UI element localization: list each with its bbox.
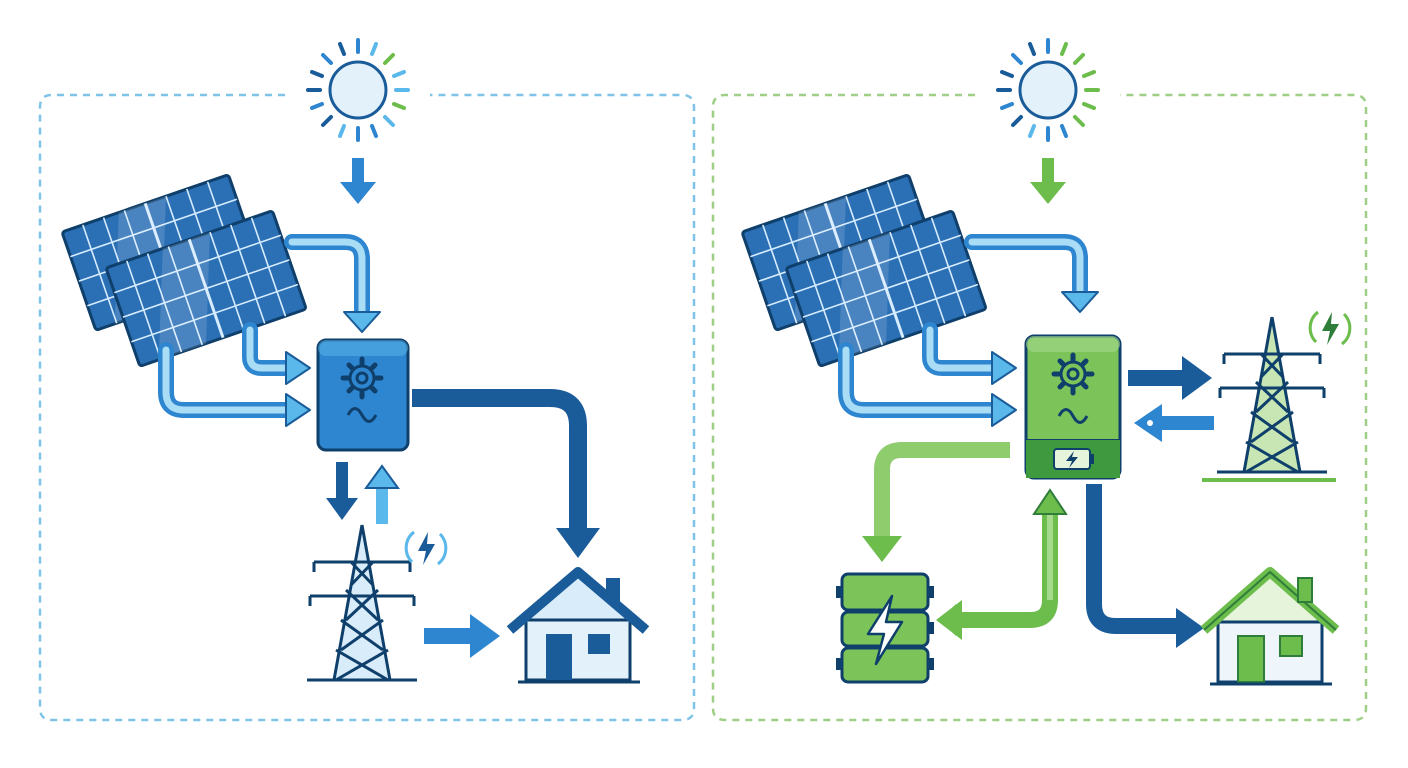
house (1200, 567, 1340, 686)
gear-icon (1051, 352, 1095, 396)
house-door (546, 634, 572, 680)
hybrid-inverter (1024, 334, 1122, 480)
panel-grid-tied (38, 38, 696, 722)
battery-bank (836, 572, 934, 684)
lightning-icon (1308, 310, 1352, 346)
inverter-to-house-flow (1086, 484, 1204, 648)
sine-wave-icon (346, 407, 378, 423)
inverter-to-house-flow (412, 389, 600, 558)
panel-hybrid-storage (711, 38, 1368, 722)
solar-panel-array (60, 173, 308, 368)
battery-to-inverter-flow (936, 488, 1068, 640)
panel-to-inverter-flows (838, 234, 1099, 427)
house (506, 567, 650, 684)
gear-icon (340, 356, 384, 400)
lightning-icon (404, 530, 448, 566)
inverter-grid-exchange (1128, 356, 1214, 442)
transmission-tower (305, 523, 419, 682)
panel-border (711, 93, 1368, 722)
panel-to-inverter-flows (158, 234, 381, 427)
grid-to-house-flow (424, 614, 500, 658)
solar-panel-array (740, 173, 988, 368)
sun-icon (306, 38, 410, 142)
inverter (316, 338, 410, 452)
house-window (588, 634, 610, 654)
sunlight-arrow (340, 158, 376, 204)
battery-icon (1053, 448, 1094, 470)
sine-wave-icon (1057, 408, 1089, 424)
sun-icon (996, 38, 1100, 142)
panel-border (38, 93, 696, 722)
transmission-tower (1202, 315, 1336, 482)
lightning-icon (866, 594, 904, 666)
inverter-grid-exchange (326, 462, 400, 524)
house-window (1279, 635, 1303, 657)
inverter-to-battery-flow (862, 442, 1010, 562)
house-door (1237, 635, 1265, 683)
sunlight-arrow (1030, 158, 1066, 204)
